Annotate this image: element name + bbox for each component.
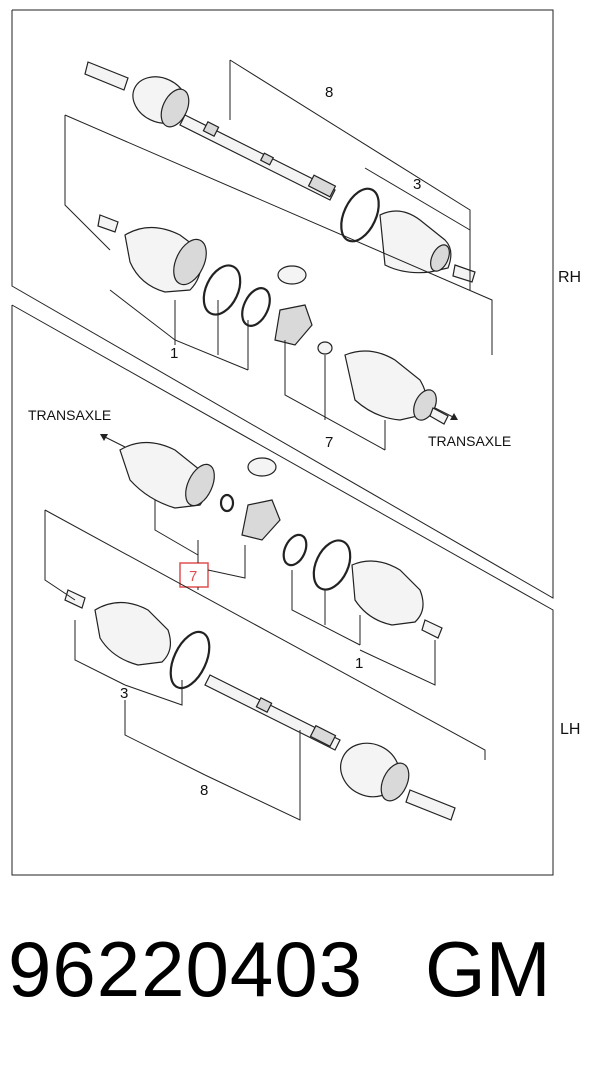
part-number: 96220403 bbox=[8, 925, 364, 1013]
lh-shaft-assembly bbox=[64, 441, 456, 821]
rh-callout-3: 3 bbox=[413, 176, 421, 193]
rh-side-label: RH bbox=[558, 269, 581, 286]
lh-leaders bbox=[44, 500, 486, 821]
lh-callout-8: 8 bbox=[200, 782, 208, 799]
rh-transaxle-arrow bbox=[434, 407, 458, 420]
rh-shaft-assembly bbox=[84, 61, 476, 425]
lh-callout-1: 1 bbox=[355, 655, 363, 672]
rh-panel bbox=[11, 9, 554, 599]
rh-transaxle-label: TRANSAXLE bbox=[428, 433, 511, 449]
rh-callout-8: 8 bbox=[325, 84, 333, 101]
brand-name: GM bbox=[425, 925, 551, 1013]
rh-callout-1: 1 bbox=[170, 345, 178, 362]
rh-callout-7: 7 bbox=[325, 434, 333, 451]
lh-panel bbox=[11, 304, 554, 876]
lh-callout-7: 7 bbox=[189, 568, 197, 585]
lh-side-label: LH bbox=[560, 721, 580, 738]
lh-highlight-box bbox=[179, 562, 209, 588]
lh-transaxle-arrow bbox=[100, 434, 126, 448]
lh-transaxle-label: TRANSAXLE bbox=[28, 407, 111, 423]
rh-leaders bbox=[64, 59, 493, 451]
lh-callout-3: 3 bbox=[120, 685, 128, 702]
